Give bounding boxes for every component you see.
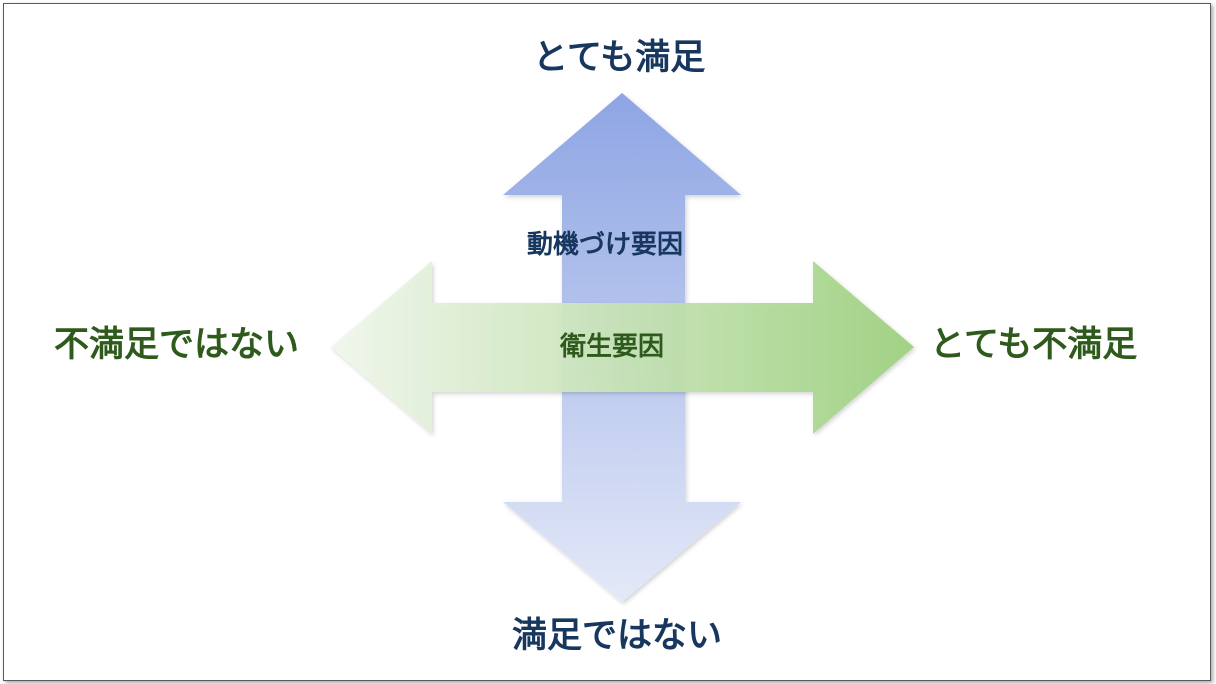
label-very-satisfied: とても満足	[533, 38, 706, 78]
label-hygiene-factors: 衛生要因	[560, 332, 665, 362]
horizontal-arrow	[331, 261, 914, 434]
label-very-dissatisfied: とても不満足	[930, 325, 1138, 365]
label-motivation-factors: 動機づけ要因	[527, 230, 684, 260]
label-not-satisfied: 満足ではない	[512, 616, 723, 656]
label-not-dissatisfied: 不満足ではない	[54, 325, 300, 365]
